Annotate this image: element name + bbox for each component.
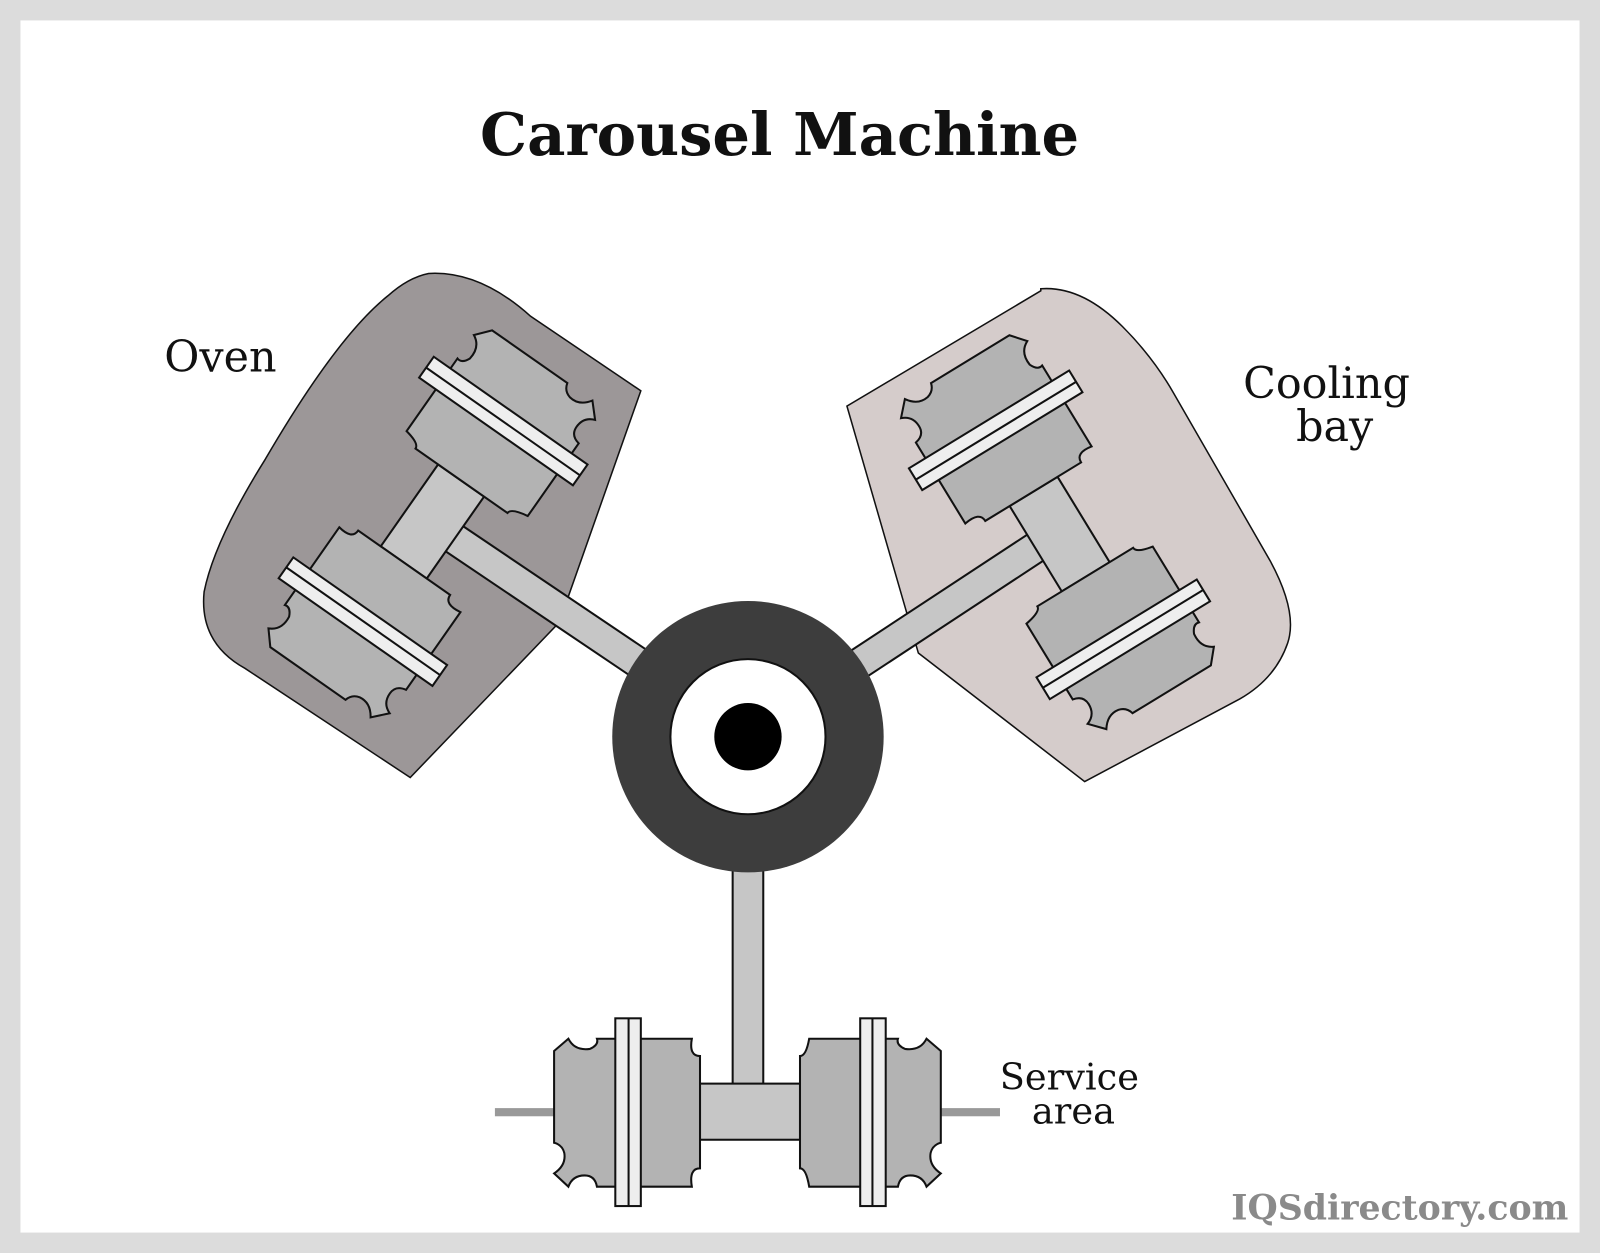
carousel-hub: [612, 600, 884, 873]
oven-label: Oven: [164, 332, 276, 382]
cooling-label-line2: bay: [1296, 402, 1374, 452]
cooling-label-line1: Cooling: [1243, 359, 1410, 409]
watermark: IQSdirectory.com: [1231, 1187, 1568, 1228]
mold-service: [494, 1017, 1000, 1208]
service-label-line2: area: [1032, 1089, 1115, 1132]
diagram-title: Carousel Machine: [480, 99, 1079, 169]
service-label-line1: Service: [1000, 1056, 1139, 1099]
